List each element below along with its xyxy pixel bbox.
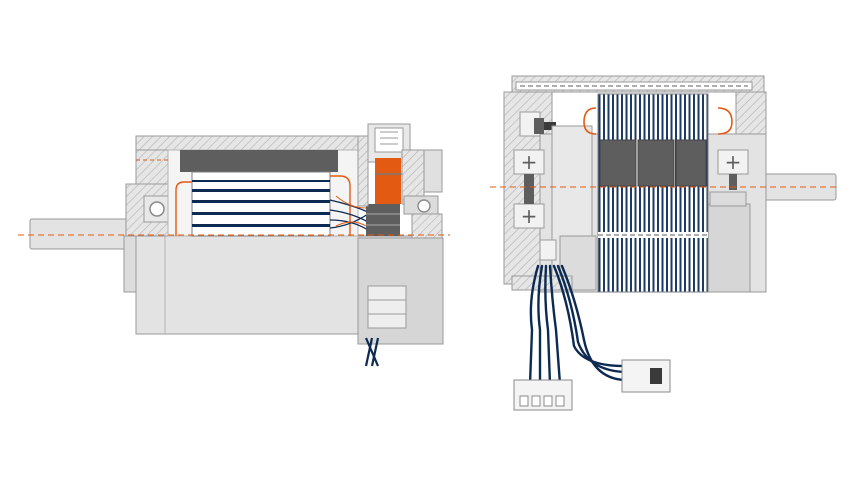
left-motor-terminal-block bbox=[367, 285, 407, 329]
left-motor-top-housing bbox=[135, 135, 359, 151]
left-motor-commutator bbox=[366, 204, 400, 236]
left-motor-magnet bbox=[180, 150, 338, 172]
plus-symbol-upper-left: + bbox=[521, 150, 538, 174]
right-motor-magnets bbox=[599, 139, 707, 187]
left-motor-wires bbox=[364, 337, 380, 367]
right-motor: + + + bbox=[490, 75, 840, 411]
right-motor-brush-right: + bbox=[717, 149, 749, 190]
right-motor-brush-left: + + bbox=[513, 149, 545, 229]
right-motor-connector-4pin bbox=[513, 379, 573, 411]
right-motor-field-winding bbox=[597, 93, 709, 293]
plus-symbol-lower-left: + bbox=[521, 204, 538, 228]
right-motor-connector-3pin bbox=[621, 359, 671, 393]
left-motor-rotor-winding bbox=[191, 171, 331, 237]
left-motor bbox=[18, 123, 450, 367]
right-motor-wire-bundle bbox=[528, 264, 626, 386]
plus-symbol-right: + bbox=[725, 150, 742, 174]
left-motor-front-bearing bbox=[143, 195, 171, 223]
left-motor-brush bbox=[375, 158, 401, 204]
